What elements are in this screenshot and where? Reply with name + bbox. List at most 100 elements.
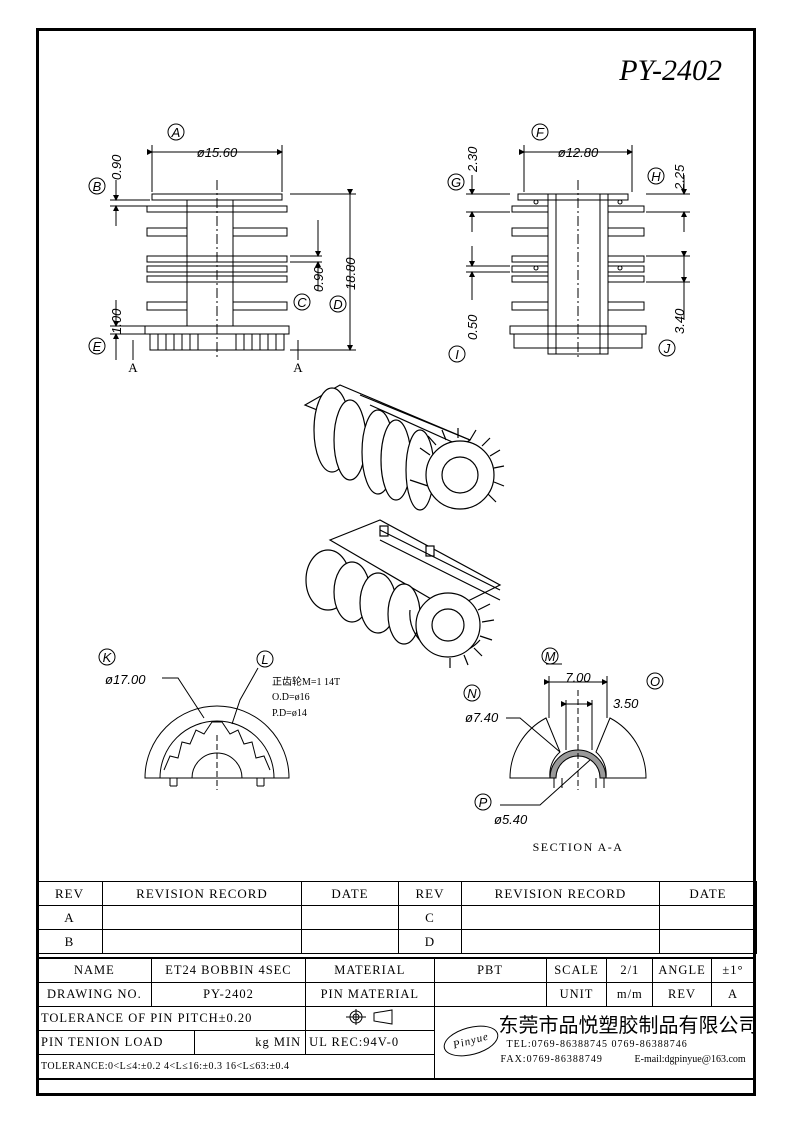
section-mark-left: A bbox=[128, 360, 138, 375]
label-j: J bbox=[663, 341, 671, 356]
date-header: DATE bbox=[301, 881, 399, 906]
drawing-title: PY-2402 bbox=[618, 54, 722, 87]
rev-header-2: REV bbox=[398, 881, 462, 906]
gear-view bbox=[144, 667, 290, 790]
drawing-sheet bbox=[36, 28, 756, 1096]
label-n: N bbox=[467, 686, 477, 701]
dim-e: 1.00 bbox=[109, 308, 124, 334]
record-cell bbox=[102, 929, 302, 954]
front-view bbox=[110, 145, 356, 360]
date-cell bbox=[301, 905, 399, 930]
gear-view-text: K ø17.00 L 正齿轮M=1 14T O.D=ø16 P.D=ø14 bbox=[98, 648, 340, 719]
dim-m: 7.00 bbox=[565, 670, 591, 685]
label-c: C bbox=[297, 295, 307, 310]
company-fax: FAX:0769-86388749 bbox=[500, 1054, 603, 1065]
ul-rec: UL REC:94V-0 bbox=[305, 1030, 435, 1055]
company-block: Pinyue 东莞市品悦塑胶制品有限公司 TEL:0769-86388745 0… bbox=[433, 1006, 756, 1080]
dim-k: ø17.00 bbox=[105, 672, 146, 687]
isometric-bottom-half bbox=[305, 519, 502, 668]
section-view-text: M 7.00 N ø7.40 O 3.50 P ø5.40 SECTION A-… bbox=[463, 647, 664, 854]
rev-header: REV bbox=[36, 881, 103, 906]
scale-value: 2/1 bbox=[606, 957, 654, 983]
revision-table: REV REVISION RECORD DATE REV REVISION RE… bbox=[36, 881, 757, 954]
dim-p: ø5.40 bbox=[494, 812, 528, 827]
rev-label: REV bbox=[652, 982, 712, 1007]
record-cell bbox=[102, 905, 302, 930]
isometric-top-half bbox=[303, 384, 505, 511]
rev-cell: D bbox=[398, 929, 462, 954]
side-view bbox=[466, 145, 690, 360]
label-h: H bbox=[651, 169, 661, 184]
label-a: A bbox=[171, 125, 181, 140]
date-cell bbox=[301, 929, 399, 954]
projection-icon bbox=[345, 1008, 393, 1025]
angle-label: ANGLE bbox=[652, 957, 712, 983]
projection-symbol bbox=[305, 1006, 435, 1031]
dim-o: 3.50 bbox=[613, 696, 639, 711]
label-e: E bbox=[93, 339, 102, 354]
section-mark-right: A bbox=[293, 360, 303, 375]
label-m: M bbox=[545, 649, 556, 664]
company-email: E-mail:dgpinyue@163.com bbox=[634, 1054, 746, 1065]
table-row: A C bbox=[36, 905, 757, 930]
pin-material-value bbox=[433, 982, 547, 1007]
label-b: B bbox=[93, 179, 102, 194]
tolerance-pin-pitch: TOLERANCE OF PIN PITCH±0.20 bbox=[36, 1006, 307, 1031]
info-table: NAME ET24 BOBBIN 4SEC MATERIAL PBT SCALE… bbox=[36, 957, 756, 1080]
rev-cell: C bbox=[398, 905, 462, 930]
drawing-no-value: PY-2402 bbox=[150, 982, 307, 1007]
record-cell bbox=[461, 929, 660, 954]
material-value: PBT bbox=[433, 957, 547, 983]
date-cell bbox=[659, 929, 757, 954]
unit-label: UNIT bbox=[545, 982, 608, 1007]
dim-a: ø15.60 bbox=[197, 145, 238, 160]
tolerance-line: TOLERANCE:0<L≤4:±0.2 4<L≤16:±0.3 16<L≤63… bbox=[36, 1054, 435, 1080]
technical-drawing: PY-2402 bbox=[88, 54, 722, 854]
section-view bbox=[500, 663, 647, 806]
gear-spec-3: P.D=ø14 bbox=[272, 708, 307, 719]
rev-value: A bbox=[710, 982, 756, 1007]
dim-b: 0.90 bbox=[109, 154, 124, 180]
angle-value: ±1° bbox=[710, 957, 756, 983]
revision-record-header-2: REVISION RECORD bbox=[461, 881, 660, 906]
label-o: O bbox=[650, 674, 660, 689]
dim-c: 0.90 bbox=[311, 266, 326, 292]
gear-spec-1: 正齿轮M=1 14T bbox=[272, 675, 340, 688]
label-p: P bbox=[479, 795, 488, 810]
dim-f: ø12.80 bbox=[558, 145, 599, 160]
material-label: MATERIAL bbox=[305, 957, 435, 983]
pin-material-label: PIN MATERIAL bbox=[305, 982, 435, 1007]
dim-n: ø7.40 bbox=[465, 710, 499, 725]
dim-h: 2.25 bbox=[672, 164, 687, 191]
gear-spec-2: O.D=ø16 bbox=[272, 692, 310, 703]
dim-j: 3.40 bbox=[672, 308, 687, 334]
date-cell bbox=[659, 905, 757, 930]
name-label: NAME bbox=[36, 957, 152, 983]
unit-value: m/m bbox=[606, 982, 654, 1007]
dim-g: 2.30 bbox=[465, 146, 480, 173]
date-header-2: DATE bbox=[659, 881, 757, 906]
label-f: F bbox=[536, 125, 545, 140]
title-block: REV REVISION RECORD DATE REV REVISION RE… bbox=[36, 881, 757, 1080]
label-k: K bbox=[103, 650, 113, 665]
company-name: 东莞市品悦塑胶制品有限公司 bbox=[498, 1013, 755, 1037]
section-caption: SECTION A-A bbox=[533, 840, 624, 854]
table-row: B D bbox=[36, 929, 757, 954]
revision-record-header: REVISION RECORD bbox=[102, 881, 302, 906]
dim-i: 0.50 bbox=[465, 314, 480, 340]
dim-d: 18.80 bbox=[343, 257, 358, 290]
name-value: ET24 BOBBIN 4SEC bbox=[150, 957, 307, 983]
pin-tension-label: PIN TENION LOAD bbox=[36, 1030, 196, 1055]
rev-cell: B bbox=[36, 929, 103, 954]
label-i: I bbox=[455, 347, 459, 362]
label-g: G bbox=[451, 175, 461, 190]
scale-label: SCALE bbox=[545, 957, 608, 983]
front-view-text: A ø15.60 B 0.90 C 0.90 D 18.80 E 1.00 A … bbox=[88, 123, 358, 375]
company-logo: Pinyue bbox=[439, 1020, 502, 1062]
company-tel: TEL:0769-86388745 0769-86388746 bbox=[506, 1039, 688, 1050]
rev-cell: A bbox=[36, 905, 103, 930]
side-view-text: F ø12.80 G 2.30 H 2.25 I 0.50 J 3.40 bbox=[447, 123, 687, 363]
label-l: L bbox=[261, 652, 268, 667]
drawing-no-label: DRAWING NO. bbox=[36, 982, 152, 1007]
record-cell bbox=[461, 905, 660, 930]
